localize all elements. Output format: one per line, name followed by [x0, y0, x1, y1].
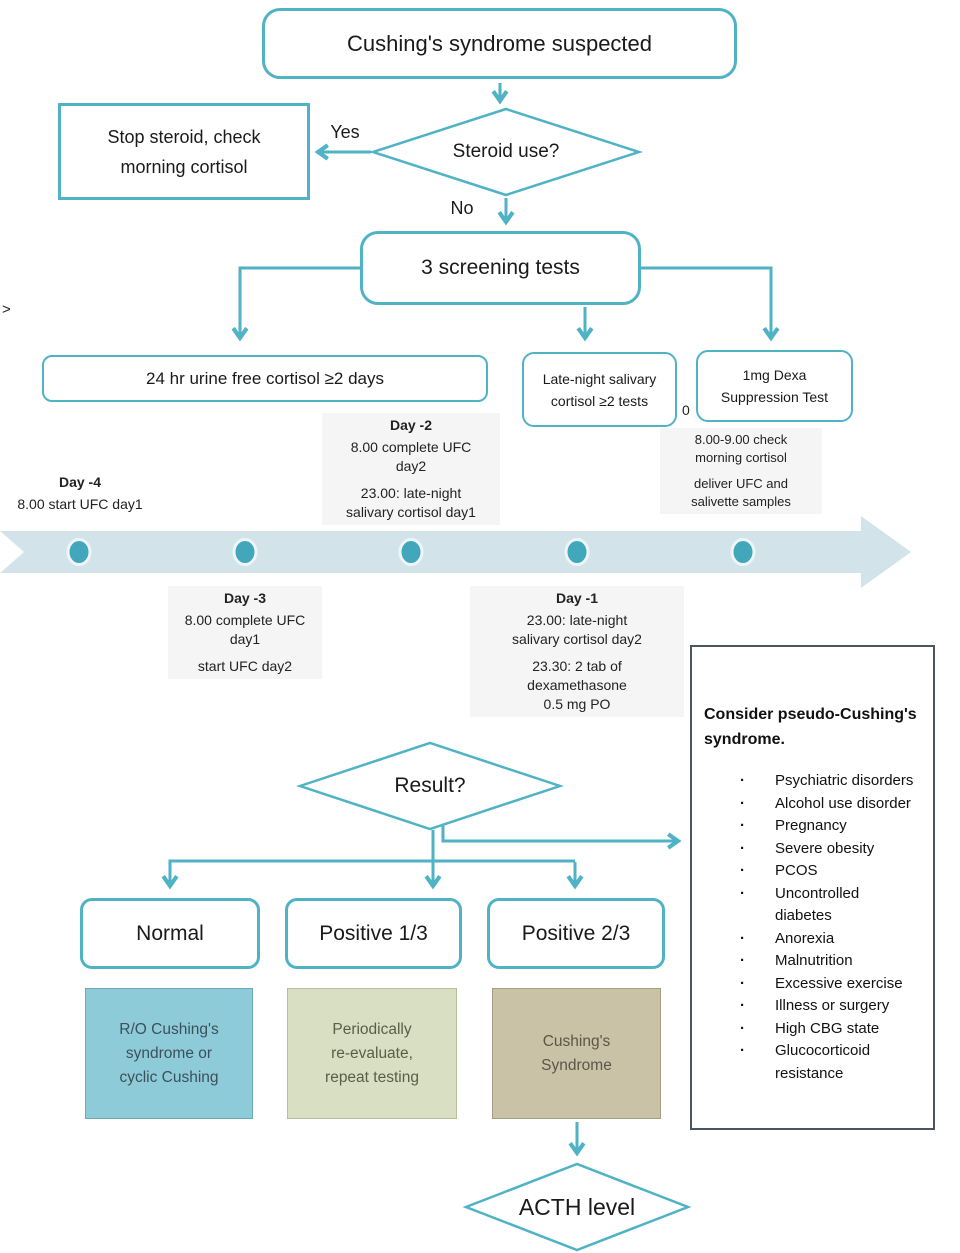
ro-cushings-line: syndrome or: [125, 1044, 213, 1062]
yes-branch-label: Yes: [330, 122, 360, 142]
timeline-dots: [66, 538, 756, 566]
salivary-test-line1: Late-night salivary: [542, 370, 657, 387]
day-zero-note-line: morning cortisol: [695, 450, 787, 465]
outcome-positive13-label: Positive 1/3: [319, 921, 428, 945]
timeline-dot: [232, 538, 258, 566]
node-dexa-test: 1mg Dexa Suppression Test: [696, 350, 853, 422]
pseudo-list-item: High CBG state: [692, 1018, 933, 1041]
stray-gt-artifact: >: [2, 301, 11, 318]
periodic-line: re-evaluate,: [331, 1044, 413, 1062]
dexa-test-line1: 1mg Dexa: [742, 367, 807, 383]
cushings-syndrome-line: Cushing's: [542, 1032, 611, 1050]
node-stop-steroid: Stop steroid, check morning cortisol: [58, 103, 310, 200]
day-minus3-block: Day -3 8.00 complete UFC day1 start UFC …: [168, 586, 322, 679]
node-outcome-positive23: Positive 2/3: [487, 898, 665, 969]
timeline-arrow-band: [0, 516, 911, 588]
day-minus3-line: start UFC day2: [197, 658, 293, 674]
pseudo-cushings-title: Consider pseudo-Cushing's syndrome.: [704, 702, 923, 752]
acth-diamond: [462, 1162, 692, 1252]
note-periodically-reevaluate: Periodically re-evaluate, repeat testing: [287, 988, 457, 1119]
timeline-dot: [564, 538, 590, 566]
day-zero-note-line: deliver UFC and: [694, 476, 788, 491]
day-minus1-line: 23.30: 2 tab of: [532, 658, 622, 674]
pseudo-list-item: Glucocorticoid resistance: [692, 1040, 933, 1085]
day-minus2-line: 8.00 complete UFC: [350, 439, 472, 455]
node-salivary-test: Late-night salivary cortisol ≥2 tests: [522, 352, 677, 427]
node-outcome-positive13: Positive 1/3: [285, 898, 462, 969]
steroid-use-diamond: [368, 107, 644, 197]
node-cushings-suspected: Cushing's syndrome suspected: [262, 8, 737, 79]
day-minus2-block: Day -2 8.00 complete UFC day2 23.00: lat…: [322, 413, 500, 525]
acth-level-label: ACTH level: [518, 1193, 636, 1220]
day-minus2-line: salivary cortisol day1: [346, 504, 476, 520]
day-minus3-title: Day -3: [223, 590, 267, 606]
day-minus1-line: 23.00: late-night: [526, 612, 628, 628]
result-label: Result?: [394, 774, 466, 797]
day-minus1-title: Day -1: [555, 590, 599, 606]
ro-cushings-line: R/O Cushing's: [119, 1020, 219, 1038]
timeline-dot: [398, 538, 424, 566]
day-minus1-line: salivary cortisol day2: [512, 631, 642, 647]
cushings-syndrome-line: Syndrome: [541, 1056, 612, 1074]
outcome-positive23-label: Positive 2/3: [521, 921, 631, 945]
pseudo-list-item: Alcohol use disorder: [692, 793, 933, 816]
day-minus4-title: Day -4: [58, 474, 102, 490]
day-zero-notes: 8.00-9.00 check morning cortisol deliver…: [660, 428, 822, 514]
timeline-dot: [730, 538, 756, 566]
pseudo-list-item: Malnutrition: [692, 950, 933, 973]
day-zero-partial-label: 0: [682, 402, 690, 418]
ro-cushings-line: cyclic Cushing: [119, 1068, 219, 1086]
stop-steroid-line1: Stop steroid, check: [107, 126, 261, 147]
pseudo-list-item: Psychiatric disorders: [692, 770, 933, 793]
note-ro-cushings: R/O Cushing's syndrome or cyclic Cushing: [85, 988, 253, 1119]
periodic-line: repeat testing: [325, 1068, 419, 1086]
pseudo-title-line1: Consider pseudo-Cushing's: [704, 706, 917, 723]
steroid-use-label: Steroid use?: [452, 141, 560, 162]
day-minus1-line: dexamethasone: [527, 677, 627, 693]
pseudo-title-line2: syndrome.: [704, 731, 785, 748]
screening-tests-label: 3 screening tests: [421, 256, 580, 279]
node-screening-tests: 3 screening tests: [360, 231, 641, 305]
pseudo-list-item: Severe obesity: [692, 838, 933, 861]
day-zero-note-line: salivette samples: [691, 494, 791, 509]
day-minus3-line: day1: [229, 631, 261, 647]
day-minus4-line: 8.00 start UFC day1: [17, 496, 143, 512]
pseudo-list-item: Anorexia: [692, 928, 933, 951]
salivary-test-line2: cortisol ≥2 tests: [550, 392, 649, 409]
pseudo-list-item: Pregnancy: [692, 815, 933, 838]
day-minus3-line: 8.00 complete UFC: [184, 612, 306, 628]
pseudo-cushings-panel: Consider pseudo-Cushing's syndrome. Psyc…: [690, 645, 935, 1130]
day-minus2-title: Day -2: [389, 417, 433, 433]
pseudo-list-item: Uncontrolled diabetes: [692, 883, 933, 928]
node-cushings-suspected-label: Cushing's syndrome suspected: [346, 30, 653, 56]
node-ufc-test: 24 hr urine free cortisol ≥2 days: [42, 355, 488, 402]
periodic-line: Periodically: [332, 1020, 412, 1038]
pseudo-list-item: Excessive exercise: [692, 973, 933, 996]
note-cushings-syndrome: Cushing's Syndrome: [492, 988, 661, 1119]
day-zero-note-line: 8.00-9.00 check: [694, 432, 788, 447]
pseudo-cushings-list: Psychiatric disorders Alcohol use disord…: [692, 770, 933, 1085]
day-minus2-line: 23.00: late-night: [360, 485, 462, 501]
day-minus2-line: day2: [395, 458, 427, 474]
pseudo-list-item: PCOS: [692, 860, 933, 883]
day-minus1-block: Day -1 23.00: late-night salivary cortis…: [470, 586, 684, 717]
node-outcome-normal: Normal: [80, 898, 260, 969]
stop-steroid-line2: morning cortisol: [120, 156, 248, 177]
day-minus4-block: Day -4 8.00 start UFC day1: [5, 470, 155, 517]
no-branch-label: No: [450, 198, 474, 218]
outcome-normal-label: Normal: [136, 921, 204, 945]
pseudo-list-item: Illness or surgery: [692, 995, 933, 1018]
connector-result-to-pseudo: [441, 826, 682, 850]
dexa-test-line2: Suppression Test: [720, 389, 829, 405]
ufc-test-label: 24 hr urine free cortisol ≥2 days: [146, 368, 384, 388]
result-diamond: [296, 741, 564, 831]
day-minus1-line: 0.5 mg PO: [543, 696, 611, 712]
timeline-dot: [66, 538, 92, 566]
